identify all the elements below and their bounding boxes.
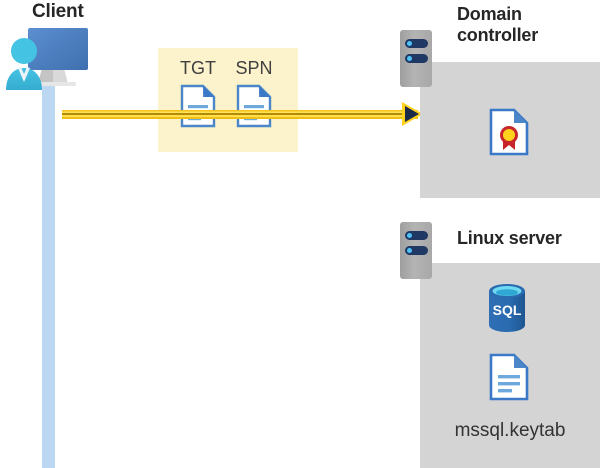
tgt-label: TGT <box>180 58 216 78</box>
domain-controller-server-rack-icon <box>400 30 432 87</box>
client-title: Client <box>32 1 84 22</box>
linux-rack-bay-upper <box>405 231 428 240</box>
rack-led-lower <box>407 56 412 61</box>
linux-server-rack-icon <box>400 222 432 279</box>
rack-led-upper <box>407 41 412 46</box>
domain-controller-title: Domain controller <box>457 4 539 45</box>
sql-database-label: SQL <box>493 302 522 318</box>
spn-label: SPN <box>235 58 273 78</box>
flow-arrow-line <box>62 110 418 119</box>
linux-rack-led-upper <box>407 233 412 238</box>
token-highlight-box: TGT SPN <box>158 48 298 152</box>
keytab-filename-label: mssql.keytab <box>454 420 566 441</box>
client-workstation-icon <box>6 28 88 90</box>
certificate-icon <box>489 108 529 156</box>
client-lifeline <box>42 84 55 468</box>
keytab-document-icon <box>489 353 529 401</box>
tgt-document-icon <box>180 84 216 128</box>
rack-bay-lower <box>405 54 428 63</box>
flow-arrow-head-icon <box>405 106 419 122</box>
sql-database-icon: SQL <box>489 284 525 332</box>
spn-document-icon <box>236 84 272 128</box>
linux-rack-bay-lower <box>405 246 428 255</box>
rack-bay-upper <box>405 39 428 48</box>
linux-rack-led-lower <box>407 248 412 253</box>
linux-server-title: Linux server <box>457 228 562 248</box>
